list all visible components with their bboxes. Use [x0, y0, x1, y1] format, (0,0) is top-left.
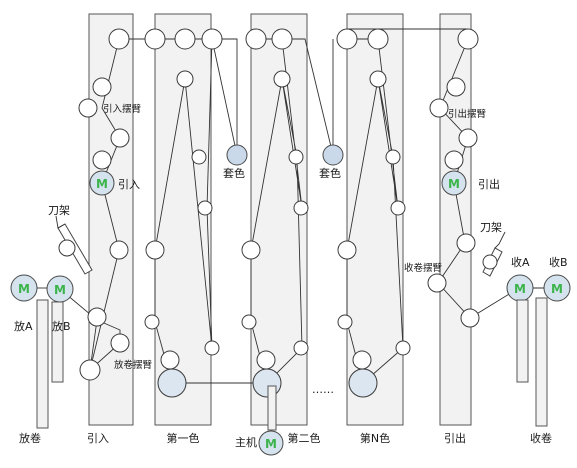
- label-color1: 第一色: [167, 431, 200, 445]
- roller: [197, 200, 213, 216]
- roller: [369, 70, 387, 88]
- roller: [79, 359, 101, 381]
- web-path-color2: [250, 38, 303, 384]
- outfeed-motor-icon: [441, 170, 467, 196]
- knife-blade: [55, 215, 66, 229]
- web-path-colorN: [346, 38, 404, 384]
- label-register-1: 套色: [223, 166, 245, 180]
- infeed-dancer-roller: [78, 98, 98, 118]
- label-outfeed-motor: 引出: [478, 177, 500, 191]
- impression-cylinder: [348, 368, 378, 398]
- roller: [241, 240, 261, 260]
- roller: [273, 70, 291, 88]
- roller: [145, 240, 165, 260]
- roller: [293, 200, 309, 216]
- label-dots: ……: [312, 383, 334, 396]
- motor-symbol: M: [265, 437, 277, 451]
- label-main-motor: 主机: [235, 435, 257, 449]
- register-roller: [322, 144, 344, 166]
- roller: [458, 128, 478, 148]
- roller: [87, 307, 107, 327]
- roller: [352, 350, 372, 370]
- roller: [108, 28, 130, 50]
- roller: [110, 333, 130, 353]
- roller: [245, 28, 267, 50]
- roller: [385, 149, 401, 165]
- label-knife-left: 刀架: [48, 204, 70, 217]
- label-rewind-dancer: 收卷摆臂: [404, 262, 443, 274]
- roller: [457, 28, 479, 50]
- label-colorN: 第N色: [360, 431, 390, 445]
- motor-symbol: M: [96, 177, 108, 191]
- roller: [144, 28, 166, 50]
- roller: [201, 28, 223, 50]
- roller: [241, 314, 257, 330]
- roller: [191, 149, 207, 165]
- label-register-2: 套色: [319, 166, 341, 180]
- label-rewind-b: 收B: [549, 255, 568, 269]
- roller: [460, 308, 480, 328]
- motor-symbol: M: [54, 283, 66, 297]
- label-infeed-motor: 引入: [118, 177, 140, 191]
- roller: [174, 28, 196, 50]
- rewind-b-post: [535, 297, 548, 427]
- main-shaft: [267, 385, 277, 431]
- roller: [58, 239, 76, 257]
- roller: [256, 350, 276, 370]
- label-unwind-a: 放A: [14, 319, 33, 333]
- roller: [92, 150, 112, 170]
- register-roller: [226, 144, 248, 166]
- roller: [395, 340, 411, 356]
- roller: [336, 28, 358, 50]
- roller: [110, 128, 130, 148]
- label-unwind: 放卷: [19, 431, 41, 445]
- roller: [271, 28, 293, 50]
- roller: [144, 314, 160, 330]
- roller: [390, 200, 406, 216]
- motor-symbol: M: [18, 282, 30, 296]
- label-unwind-dancer: 放卷摆臂: [114, 359, 153, 371]
- motor-symbol: M: [551, 282, 563, 296]
- impression-cylinder: [252, 368, 282, 398]
- roller: [92, 77, 112, 97]
- roller: [482, 254, 498, 270]
- outfeed-dancer-roller: [429, 98, 449, 118]
- outfeed-frame: [439, 13, 472, 426]
- roller: [160, 350, 180, 370]
- rewind-a-post: [516, 299, 529, 383]
- roller: [109, 240, 129, 260]
- label-unwind-b: 放B: [52, 319, 71, 333]
- roller: [456, 233, 476, 253]
- unwind-b-post: [51, 301, 64, 383]
- rewind-dancer-roller: [427, 273, 447, 293]
- label-outfeed: 引出: [444, 431, 466, 445]
- roller: [367, 28, 389, 50]
- roller: [337, 240, 357, 260]
- label-rewind: 收卷: [530, 431, 552, 445]
- roller: [446, 77, 466, 97]
- unwind-a-post: [36, 299, 49, 429]
- infeed-motor-icon: [89, 170, 115, 196]
- main-motor-icon: [258, 430, 284, 456]
- impression-cylinder: [157, 368, 187, 398]
- label-infeed: 引入: [87, 431, 109, 445]
- roller: [204, 340, 220, 356]
- motor-symbol: M: [448, 177, 460, 191]
- motor-symbol: M: [514, 282, 526, 296]
- roller: [176, 70, 194, 88]
- roller: [337, 314, 353, 330]
- knife-blade: [494, 231, 506, 249]
- roller: [293, 340, 309, 356]
- label-knife-right: 刀架: [480, 221, 502, 234]
- label-infeed-dancer: 引入摆臂: [103, 103, 142, 115]
- roller: [288, 149, 304, 165]
- roller: [444, 150, 464, 170]
- label-outfeed-dancer: 引出摆臂: [448, 108, 487, 120]
- label-color2: 第二色: [288, 431, 321, 445]
- label-rewind-a: 收A: [511, 255, 530, 269]
